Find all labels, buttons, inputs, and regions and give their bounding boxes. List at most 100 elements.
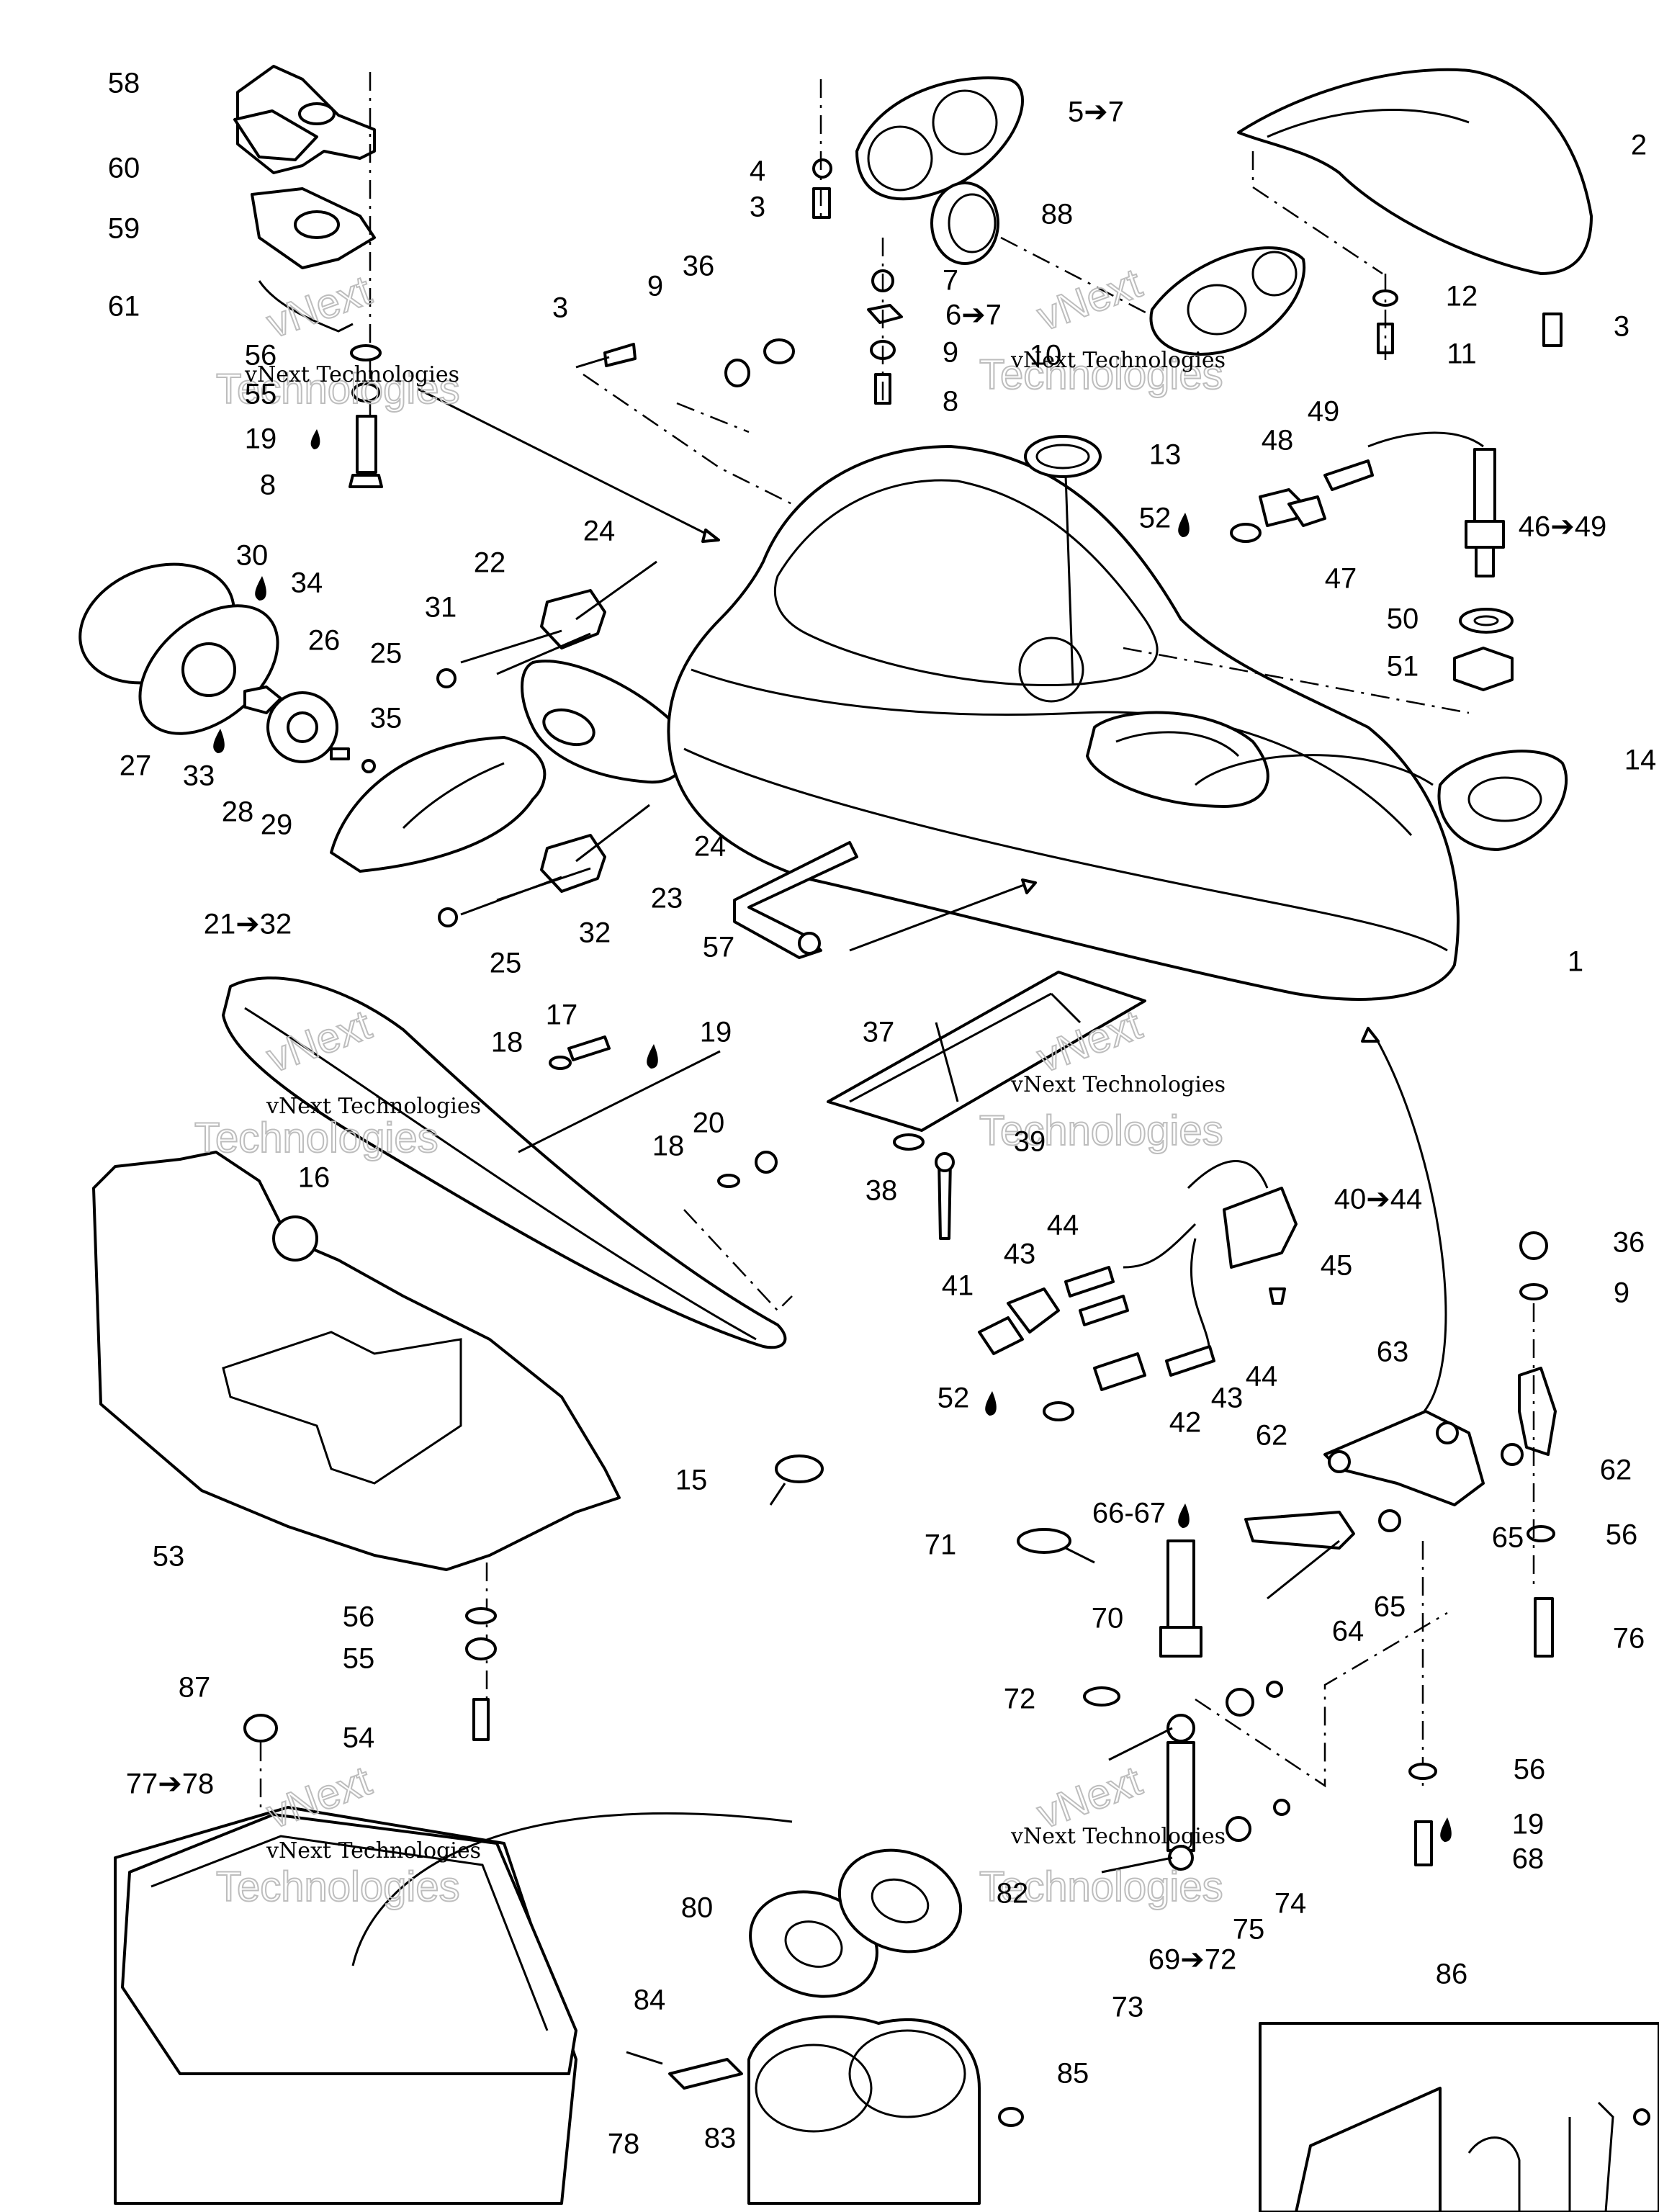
console-fasteners [417, 338, 822, 543]
watermark-vnext: vNext [1031, 259, 1148, 340]
callout-c58: 58 [108, 68, 140, 99]
callout-c16: 16 [298, 1162, 331, 1194]
callout-c21_32: 21➔32 [204, 909, 292, 940]
callout-c60: 60 [108, 153, 140, 184]
callout-c35: 35 [370, 703, 403, 734]
callout-c52a: 52 [1139, 503, 1172, 534]
callout-c83: 83 [704, 2123, 737, 2154]
callout-c14: 14 [1624, 745, 1657, 776]
callout-c66_67: 66-67 [1092, 1498, 1166, 1529]
callout-c17: 17 [546, 999, 578, 1031]
callout-c3c: 3 [1614, 311, 1629, 343]
callout-c75: 75 [1233, 1914, 1265, 1946]
callout-c48: 48 [1262, 425, 1294, 457]
callout-c73: 73 [1112, 1992, 1144, 2023]
callout-c59: 59 [108, 213, 140, 245]
callout-c49: 49 [1308, 396, 1340, 428]
callout-c9b: 9 [943, 337, 958, 369]
callout-c87: 87 [179, 1672, 211, 1704]
callout-c74: 74 [1274, 1888, 1307, 1920]
callout-c33: 33 [183, 760, 215, 792]
callout-c55a: 55 [245, 379, 277, 410]
callout-c65a: 65 [1492, 1522, 1524, 1554]
temperature-sensor-assembly [1024, 431, 1514, 714]
callout-c52b: 52 [938, 1382, 970, 1414]
callout-c77_78: 77➔78 [126, 1768, 215, 1800]
callout-c20: 20 [693, 1107, 725, 1139]
watermark-text: vNext Technologies [266, 1838, 481, 1863]
watermark-text: vNext Technologies [1010, 348, 1226, 373]
callout-c19b: 19 [700, 1017, 732, 1048]
callout-c7: 7 [943, 265, 958, 297]
callout-c45: 45 [1321, 1250, 1353, 1282]
callout-c68: 68 [1512, 1843, 1545, 1875]
callout-c56c: 56 [343, 1601, 375, 1633]
callout-c9a: 9 [647, 271, 663, 302]
callout-c61: 61 [108, 291, 140, 323]
callout-c65b: 65 [1374, 1591, 1406, 1623]
shock-absorber [1083, 1539, 1448, 1874]
callout-c47: 47 [1325, 563, 1357, 595]
storage-bracket-assembly [233, 65, 383, 488]
electrical-module [978, 1160, 1298, 1421]
steering-linkage [1178, 1027, 1557, 1866]
callout-c4: 4 [750, 156, 765, 187]
callout-c44b: 44 [1246, 1361, 1278, 1393]
callout-c56a: 56 [245, 340, 277, 372]
callout-c12: 12 [1446, 281, 1478, 313]
callout-c72: 72 [1004, 1683, 1036, 1715]
callout-c54: 54 [343, 1722, 375, 1754]
mounting-plate [827, 971, 1146, 1240]
callout-c84: 84 [634, 1984, 666, 2016]
callout-c69_72: 69➔72 [1148, 1944, 1237, 1976]
callout-c44a: 44 [1047, 1210, 1079, 1241]
callout-c15: 15 [675, 1465, 708, 1496]
callout-c38: 38 [866, 1175, 898, 1207]
callout-c62b: 62 [1600, 1455, 1632, 1486]
callout-c82: 82 [997, 1878, 1029, 1910]
callout-c63: 63 [1377, 1336, 1409, 1368]
callout-c9c: 9 [1614, 1277, 1629, 1309]
cable-ties [769, 1455, 1095, 1564]
watermark-text: vNext Technologies [266, 1094, 481, 1119]
callout-c78: 78 [608, 2128, 640, 2160]
handlebar-clamps [436, 560, 688, 927]
callout-c41: 41 [942, 1270, 974, 1302]
watermark-text: vNext Technologies [1010, 1072, 1226, 1097]
watermark-technologies: Technologies [216, 366, 460, 413]
callout-c26: 26 [308, 625, 341, 657]
callout-c36a: 36 [683, 251, 715, 282]
watermark-text: vNext Technologies [1010, 1824, 1226, 1849]
callout-c10: 10 [1030, 340, 1062, 372]
watermark-technologies: Technologies [216, 1863, 460, 1910]
callout-c18b: 18 [652, 1130, 685, 1162]
callout-c76: 76 [1613, 1623, 1645, 1655]
callout-c39: 39 [1014, 1126, 1046, 1158]
callout-c8a: 8 [260, 469, 276, 501]
handle-bar [733, 841, 858, 959]
callout-c51: 51 [1387, 651, 1419, 683]
callout-c88: 88 [1041, 199, 1074, 230]
storage-bin [114, 1714, 793, 2205]
callout-c57: 57 [703, 932, 735, 963]
callout-c2: 2 [1631, 130, 1647, 161]
callout-c71: 71 [925, 1529, 957, 1561]
tool-kit-inset [1259, 2022, 1659, 2212]
callout-c62a: 62 [1256, 1420, 1288, 1452]
callout-c24b: 24 [694, 831, 727, 863]
watermark-technologies: Technologies [979, 1107, 1223, 1154]
gauge-covers [626, 1848, 1024, 2205]
callout-c13: 13 [1149, 439, 1182, 471]
callout-c55b: 55 [343, 1643, 375, 1675]
callout-c29: 29 [261, 809, 293, 841]
callout-c23: 23 [651, 883, 683, 914]
callout-c5_7: 5➔7 [1068, 96, 1124, 128]
watermark-text: vNext Technologies [244, 362, 459, 387]
callout-c25a: 25 [370, 638, 403, 670]
grip-cap [1437, 750, 1568, 851]
callout-c11: 11 [1447, 338, 1477, 370]
callout-c30: 30 [236, 540, 269, 572]
callout-c3b: 3 [750, 192, 765, 223]
